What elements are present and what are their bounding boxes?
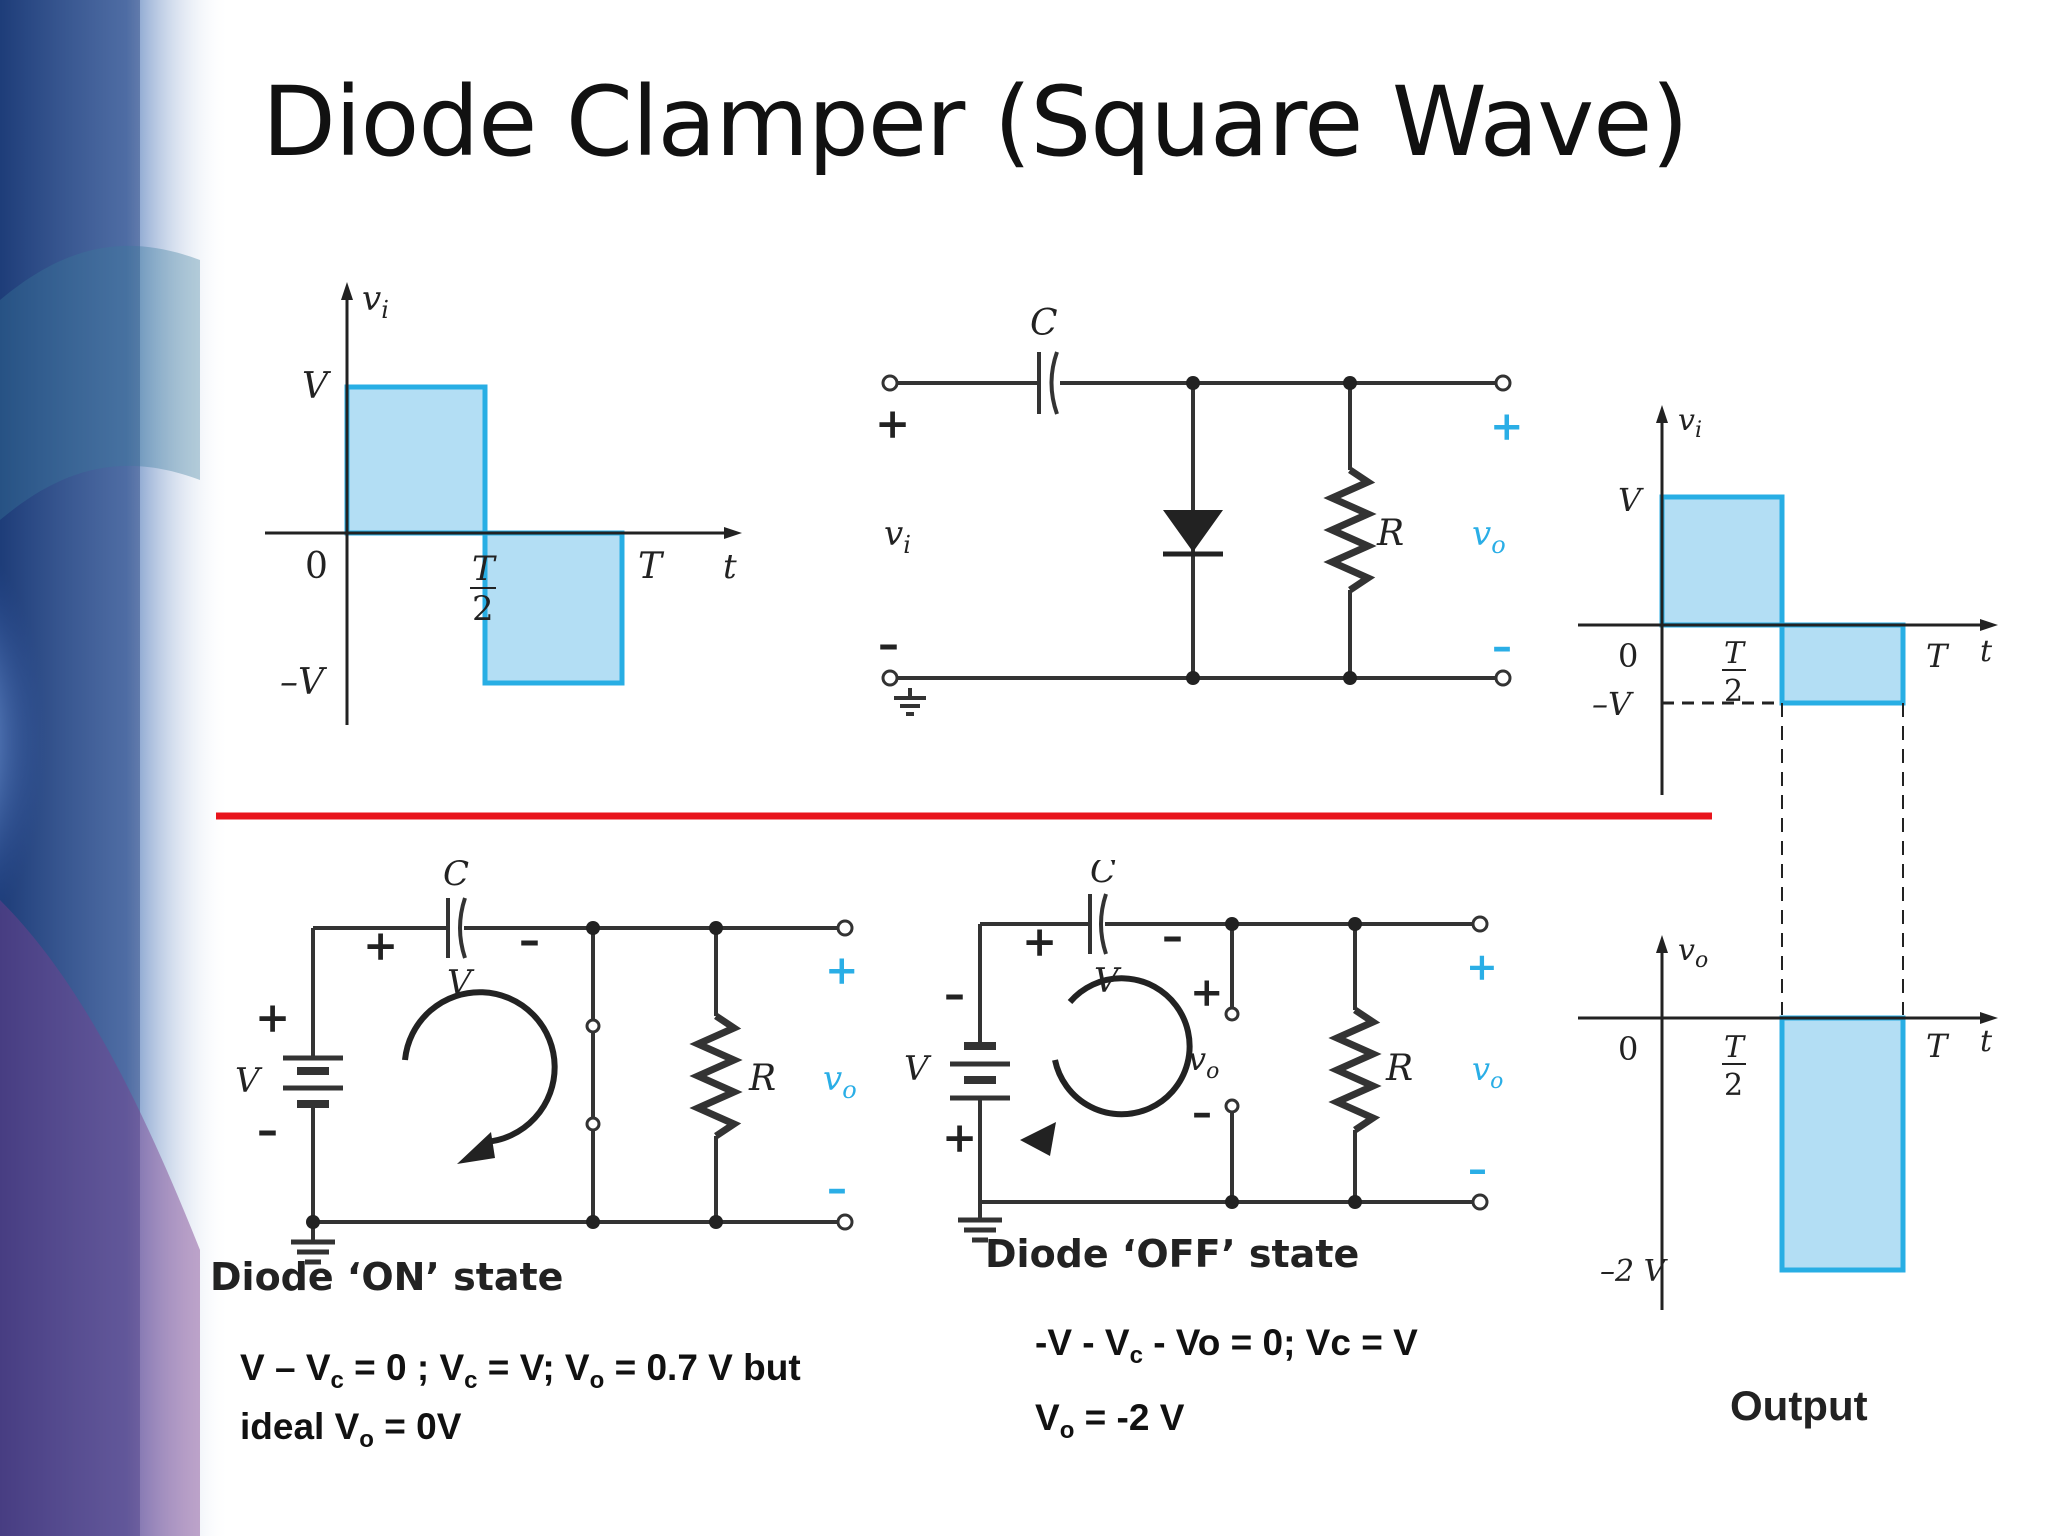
page-title: Diode Clamper (Square Wave) <box>262 66 1689 178</box>
off-resistor-label: R <box>1385 1048 1413 1089</box>
clamper-circuit: C R + – vi + – vo <box>875 303 1524 716</box>
out-top-period: T <box>1926 637 1950 675</box>
off-source-label: V <box>904 1049 932 1089</box>
on-source-plus: + <box>255 993 290 1042</box>
cap-label: C <box>1030 303 1058 344</box>
off-output-plus: + <box>1466 944 1498 989</box>
off-state-caption: Diode ‘OFF’ state <box>985 1232 1360 1276</box>
on-output-label: vo <box>823 1059 857 1104</box>
input-wave-negative-half <box>482 530 625 686</box>
off-cap-minus: – <box>1162 911 1183 960</box>
diode-symbol <box>1163 510 1223 557</box>
input-half-period-num: T <box>472 549 497 589</box>
out-top-level-neg: –V <box>1592 685 1634 723</box>
off-state-equation-2: Vo = -2 V <box>1035 1397 1185 1444</box>
on-eq-line-1: V – Vc = 0 ; Vc = V; Vo = 0.7 V but <box>240 1347 801 1394</box>
input-plus: + <box>875 399 910 448</box>
on-state-caption: Diode ‘ON’ state <box>210 1255 564 1299</box>
on-output-plus: + <box>825 947 859 994</box>
output-caption: Output <box>1730 1382 1868 1429</box>
off-ground-symbol <box>958 1217 1002 1243</box>
input-level-pos: V <box>302 366 332 407</box>
input-label: vi <box>884 514 911 559</box>
out-bottom-y-label: vo <box>1678 933 1708 973</box>
out-top-positive-half <box>1659 494 1785 628</box>
on-cap-minus: – <box>519 915 540 964</box>
off-output-label: vo <box>1472 1050 1503 1094</box>
output-minus: – <box>1492 623 1512 670</box>
on-output-minus: – <box>827 1165 847 1212</box>
on-cap-voltage: V <box>447 963 475 1003</box>
on-current-loop-arrow <box>402 989 558 1145</box>
on-current-arrowhead <box>457 1132 495 1164</box>
off-state-equation-1: -V - Vc - Vo = 0; Vc = V <box>1035 1322 1418 1369</box>
out-bottom-clamped-wave <box>1779 1015 1906 1273</box>
out-bottom-period: T <box>1926 1027 1950 1065</box>
on-cap-plus: + <box>363 921 398 970</box>
off-current-arrowhead <box>1020 1122 1056 1156</box>
on-battery-symbol <box>283 1055 343 1108</box>
off-current-loop-arrow <box>1052 975 1193 1118</box>
input-period: T <box>638 546 665 587</box>
out-bottom-half-den: 2 <box>1724 1068 1743 1103</box>
out-top-half-num: T <box>1724 636 1746 671</box>
input-waveform: vi V 0 T 2 T t –V <box>265 279 742 725</box>
background-decoration <box>0 0 230 1536</box>
section-divider <box>216 812 1712 820</box>
off-source-minus: – <box>944 969 965 1018</box>
off-battery-symbol <box>950 1042 1010 1101</box>
out-top-y-label: vi <box>1678 403 1702 443</box>
off-diode-minus: – <box>1192 1089 1212 1136</box>
resistor-label: R <box>1376 513 1404 554</box>
out-bottom-level-neg: –2 V <box>1600 1254 1669 1289</box>
out-bottom-half-num: T <box>1724 1030 1746 1065</box>
out-bottom-x-label: t <box>1980 1024 1993 1059</box>
off-cap-voltage: V <box>1094 961 1122 1001</box>
out-top-negative-half <box>1779 622 1906 706</box>
off-cap-label: C <box>1090 860 1116 891</box>
input-origin: 0 <box>305 546 328 587</box>
input-level-neg: –V <box>280 662 328 703</box>
off-source-plus: + <box>942 1113 977 1162</box>
on-cap-label: C <box>443 860 469 894</box>
on-eq-line-2: ideal Vo = 0V <box>240 1406 462 1453</box>
on-ground-symbol <box>291 1239 335 1265</box>
output-label: vo <box>1472 514 1506 559</box>
input-y-label: vi <box>362 279 389 324</box>
on-source-label: V <box>235 1061 263 1101</box>
input-y-arrow <box>341 282 353 300</box>
on-state-circuit: C V + – + V – R + vo – <box>235 860 859 1265</box>
output-waveforms: vi V 0 T 2 T t –V vo 0 T 2 T t –2 V <box>1578 403 1998 1310</box>
out-top-origin: 0 <box>1618 637 1638 675</box>
on-short-diode <box>585 1018 601 1132</box>
ground-symbol <box>894 696 926 716</box>
out-top-level-pos: V <box>1618 481 1644 519</box>
input-x-label: t <box>723 547 737 587</box>
input-minus: – <box>878 619 899 668</box>
out-bottom-origin: 0 <box>1618 1030 1638 1068</box>
off-diode-plus: + <box>1190 969 1224 1016</box>
off-cap-plus: + <box>1022 917 1057 966</box>
off-open-diode <box>1224 1006 1240 1114</box>
out-top-x-label: t <box>1980 634 1993 669</box>
on-state-equation: V – Vc = 0 ; Vc = V; Vo = 0.7 V but idea… <box>240 1345 801 1463</box>
out-top-half-den: 2 <box>1724 674 1743 709</box>
on-resistor-label: R <box>748 1058 776 1099</box>
on-source-minus: – <box>257 1105 278 1154</box>
input-half-period-den: 2 <box>472 589 494 629</box>
output-plus: + <box>1490 403 1524 450</box>
input-wave-positive-half <box>344 384 488 536</box>
input-x-arrow <box>724 527 742 539</box>
off-state-circuit: C V + – – V + + vo – R + vo – <box>904 860 1503 1243</box>
off-output-minus: – <box>1468 1146 1487 1191</box>
off-diode-voltage: vo <box>1188 1040 1219 1084</box>
